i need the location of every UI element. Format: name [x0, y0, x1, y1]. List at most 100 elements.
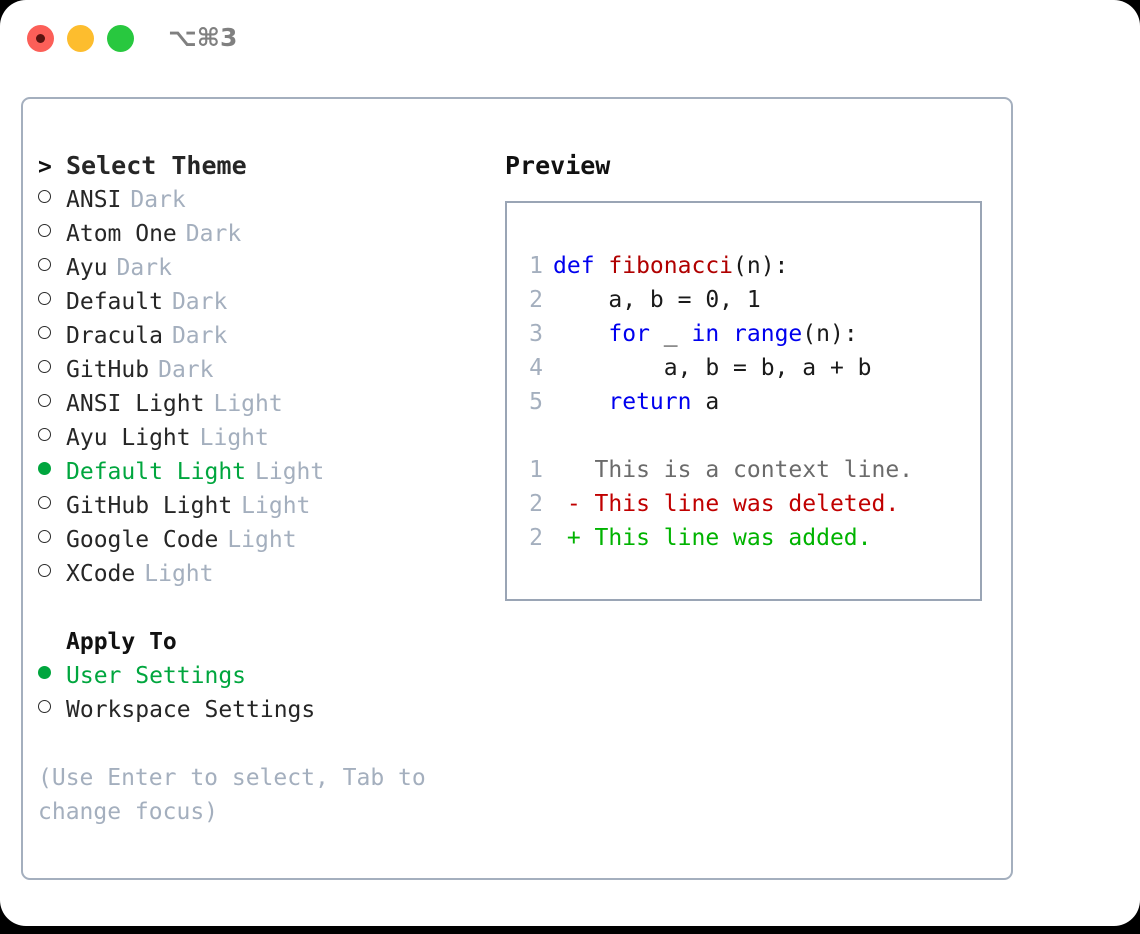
theme-item-variant-badge: Dark: [116, 255, 172, 281]
traffic-light-controls: [27, 25, 134, 52]
theme-item-variant-badge: Light: [241, 493, 311, 519]
code-token: return: [608, 389, 692, 415]
line-number: 1: [529, 457, 543, 483]
radio-unselected-icon[interactable]: [38, 183, 66, 217]
theme-list-item[interactable]: GitHub Light Light: [38, 489, 485, 523]
code-line-text: for _ in range(n):: [553, 317, 858, 351]
keyboard-shortcut-label: ⌥⌘3: [168, 23, 238, 52]
line-number: 1: [529, 253, 543, 279]
theme-item-variant-badge: Light: [144, 561, 214, 587]
apply-to-option-label: Workspace Settings: [66, 697, 316, 723]
radio-unselected-icon[interactable]: [38, 489, 66, 523]
theme-item-label: Atom One: [66, 221, 177, 247]
theme-item-variant-badge: Dark: [171, 289, 228, 315]
diff-line: 2 - This line was deleted.: [507, 487, 980, 521]
radio-unselected-icon[interactable]: [38, 285, 66, 319]
code-token: (n):: [733, 253, 789, 279]
theme-item-variant-badge: Light: [213, 391, 283, 417]
theme-item-variant-badge: Light: [199, 425, 269, 451]
apply-to-option[interactable]: User Settings: [38, 659, 485, 693]
diff-line-text: This is a context line.: [553, 457, 914, 483]
theme-item-label: Dracula: [66, 323, 163, 349]
code-line-text: a, b = b, a + b: [553, 351, 872, 385]
theme-item-label: ANSI: [66, 187, 122, 213]
theme-list-item[interactable]: Dracula Dark: [38, 319, 485, 353]
theme-item-label: GitHub: [66, 357, 150, 383]
apply-to-option[interactable]: Workspace Settings: [38, 693, 485, 727]
window-titlebar: ⌥⌘3: [0, 0, 1140, 80]
radio-selected-icon[interactable]: [38, 455, 66, 489]
diff-line: 1 This is a context line.: [507, 453, 980, 487]
code-token: for: [608, 321, 650, 347]
code-token: a: [691, 389, 720, 415]
keyboard-hint-line-2: change focus): [38, 799, 219, 825]
theme-item-label: Default: [66, 289, 163, 315]
code-line-text: return a: [553, 385, 719, 419]
theme-list-item[interactable]: ANSI Dark: [38, 183, 485, 217]
radio-unselected-icon[interactable]: [38, 421, 66, 455]
diff-line: 2 + This line was added.: [507, 521, 980, 555]
select-theme-title: Select Theme: [66, 151, 247, 180]
radio-unselected-icon[interactable]: [38, 353, 66, 387]
code-token: _: [649, 321, 692, 347]
radio-selected-icon[interactable]: [38, 659, 66, 693]
code-line: 4 a, b = b, a + b: [507, 351, 980, 385]
diff-sample: 1 This is a context line.2 - This line w…: [507, 453, 980, 555]
theme-list-item[interactable]: XCode Light: [38, 557, 485, 591]
radio-unselected-icon[interactable]: [38, 387, 66, 421]
keyboard-hint-line-1: (Use Enter to select, Tab to: [38, 765, 426, 791]
radio-unselected-icon[interactable]: [38, 557, 66, 591]
line-number: 2: [529, 491, 543, 517]
radio-unselected-icon[interactable]: [38, 319, 66, 353]
line-number: 5: [529, 389, 543, 415]
code-line: 3 for _ in range(n):: [507, 317, 980, 351]
code-token: [719, 321, 733, 347]
code-token: a, b = b, a + b: [553, 355, 872, 381]
code-token: def: [553, 253, 609, 279]
code-token: (n):: [802, 321, 858, 347]
theme-item-label: Default Light: [66, 459, 247, 485]
theme-item-variant-badge: Dark: [158, 357, 214, 383]
apply-to-option-label: User Settings: [66, 663, 247, 689]
code-diff-separator: [507, 419, 980, 453]
theme-list-item[interactable]: Default Dark: [38, 285, 485, 319]
diff-line-text: - This line was deleted.: [553, 491, 900, 517]
theme-item-variant-badge: Light: [255, 459, 325, 485]
minimize-window-button[interactable]: [67, 25, 94, 52]
code-token: range: [733, 321, 803, 347]
apply-to-title: Apply To: [66, 629, 177, 655]
radio-unselected-icon[interactable]: [38, 693, 66, 727]
theme-list-item[interactable]: Default Light Light: [38, 455, 485, 489]
code-token: a, b = 0, 1: [553, 287, 761, 313]
theme-item-variant-badge: Dark: [171, 323, 228, 349]
radio-unselected-icon[interactable]: [38, 523, 66, 557]
line-number: 2: [529, 287, 543, 313]
line-number: 2: [529, 525, 543, 551]
theme-item-variant-badge: Dark: [130, 187, 186, 213]
list-spacer: [38, 591, 485, 625]
preview-title: Preview: [505, 151, 611, 180]
radio-unselected-icon[interactable]: [38, 251, 66, 285]
theme-item-label: XCode: [66, 561, 136, 587]
code-line-text: a, b = 0, 1: [553, 283, 761, 317]
select-theme-header: > Select Theme: [38, 149, 485, 183]
close-window-button[interactable]: [27, 25, 54, 52]
radio-unselected-icon[interactable]: [38, 217, 66, 251]
theme-item-variant-badge: Light: [227, 527, 297, 553]
code-line: 5 return a: [507, 385, 980, 419]
maximize-window-button[interactable]: [107, 25, 134, 52]
theme-item-label: GitHub Light: [66, 493, 233, 519]
code-token: in: [691, 321, 720, 347]
theme-list-item[interactable]: GitHub Dark: [38, 353, 485, 387]
code-token: [553, 389, 608, 415]
